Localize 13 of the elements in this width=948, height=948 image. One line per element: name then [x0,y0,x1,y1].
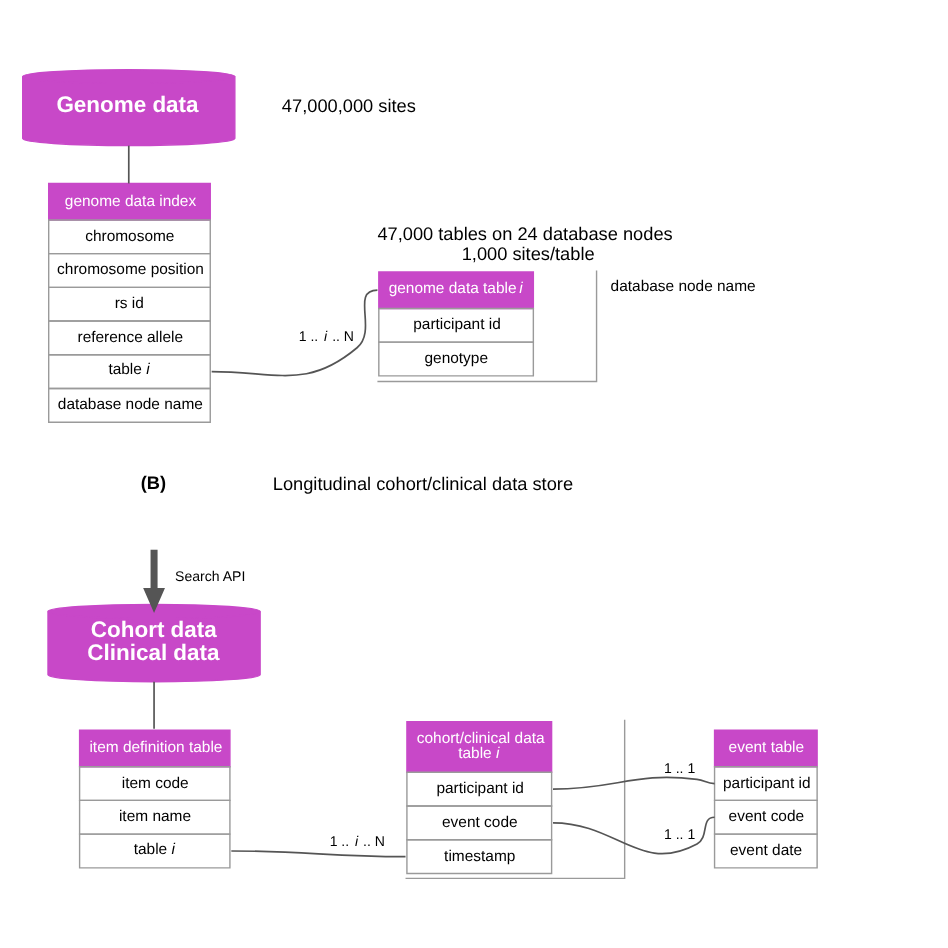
label: Longitudinal cohort/clinical data store [272,474,574,495]
connector [153,680,155,730]
connector [127,144,130,185]
node-label: 47,000,000 sites [281,96,416,117]
node-label: 1,000 sites/table [461,243,595,264]
label: (B) [140,472,167,493]
connector [552,816,716,855]
connector [210,289,379,377]
connector [552,776,716,791]
arrow [143,549,165,613]
node-label: 47,000 tables on 24 database nodes [377,224,673,245]
connector [230,850,407,858]
node-label: database node name [610,277,756,296]
